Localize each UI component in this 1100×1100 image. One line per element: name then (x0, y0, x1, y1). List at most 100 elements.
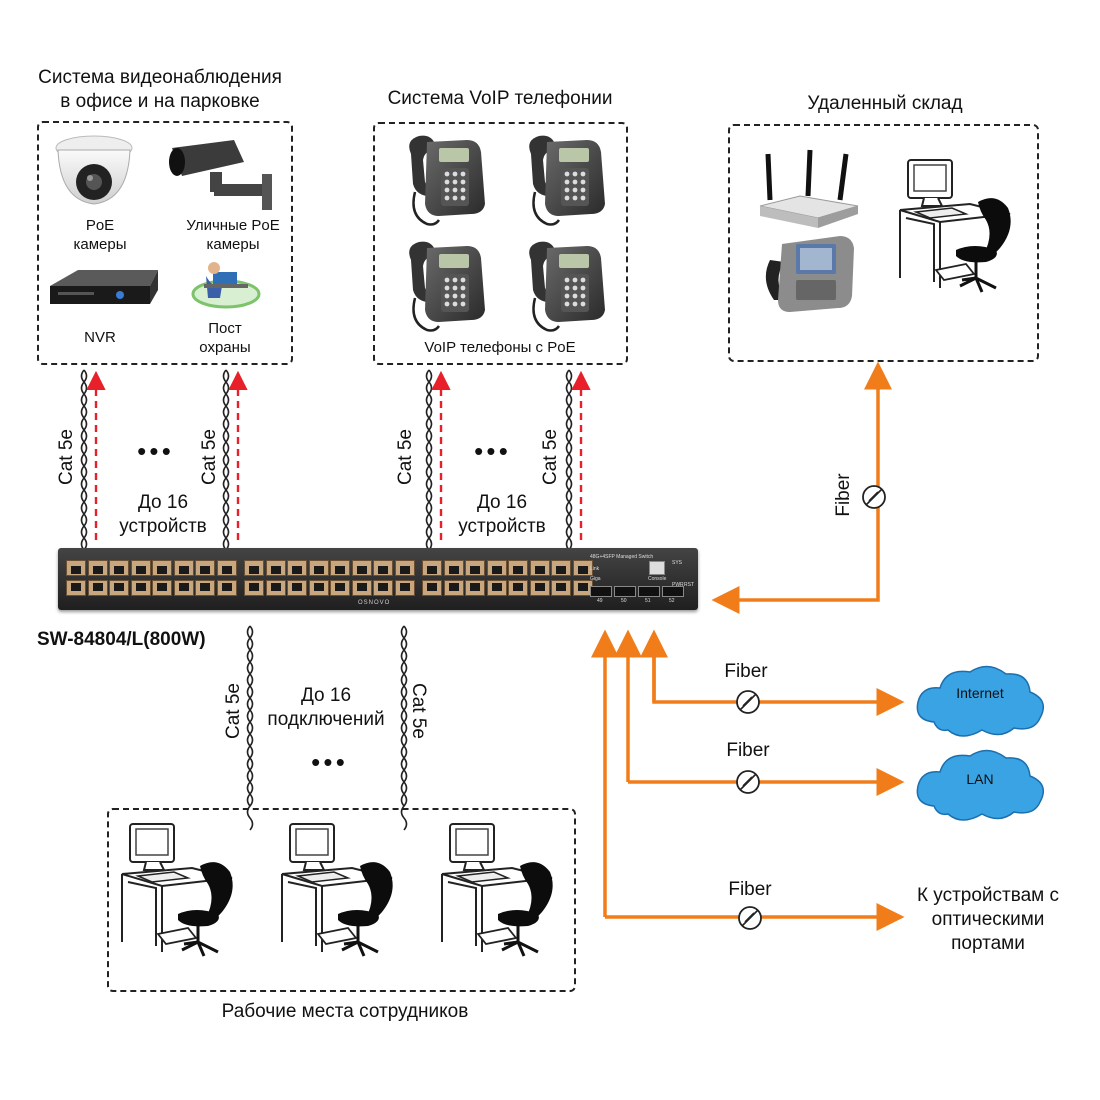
voip-caption: VoIP телефоны с PoE (424, 339, 576, 356)
rj45-port (394, 560, 415, 576)
lan-label: LAN (966, 771, 994, 787)
rj45-port (265, 560, 286, 576)
ellipsis: • • • (474, 436, 508, 466)
switch-giga-label: Giga (590, 576, 601, 582)
rj45-port (195, 580, 215, 596)
voip-group-box (373, 122, 628, 365)
switch-device: OSNOVO 48G+4SFP Managed Switch Link Giga… (58, 548, 698, 610)
ellipsis: • • • (311, 747, 345, 777)
switch-model-label: SW-84804/L(800W) (37, 629, 206, 650)
sfp-port: 49 (590, 586, 612, 604)
cctv-group-box (37, 121, 293, 365)
cat5e-cables-top (80, 369, 573, 575)
switch-ports (66, 560, 593, 600)
poe-power-arrows (86, 370, 591, 540)
rj45-port (422, 580, 442, 596)
cat5e-label: Cat 5e (223, 683, 244, 739)
rj45-port (265, 580, 286, 596)
switch-rst-label: RST (684, 582, 694, 588)
rj45-port (130, 560, 151, 576)
switch-pwr-label: PWR (672, 582, 684, 588)
fiber-coil-icon (736, 485, 886, 930)
workplaces-group-box (107, 808, 576, 992)
optical-devices-label: К устройствам с оптическими портами (916, 885, 1060, 954)
rj45-port (529, 560, 550, 576)
voip-title: Система VoIP телефонии (387, 88, 613, 109)
sfp-port-label: 49 (597, 598, 603, 604)
cat5e-label: Cat 5e (540, 429, 561, 485)
rj45-port (551, 580, 571, 596)
rj45-port (330, 560, 350, 576)
nvr-icon (50, 270, 158, 304)
sfp-port-label: 51 (645, 598, 651, 604)
rj45-port (373, 560, 393, 576)
rj45-port (87, 580, 108, 596)
switch-console-label: Console (648, 576, 667, 582)
nvr-label: NVR (84, 329, 116, 346)
rj45-port (287, 580, 307, 596)
rj45-port (244, 560, 264, 576)
rj45-port (465, 560, 485, 576)
rj45-port (443, 560, 464, 576)
rj45-port (529, 580, 550, 596)
rj45-port (87, 560, 108, 576)
fiber-label: Fiber (726, 740, 770, 761)
rj45-port (173, 560, 194, 576)
switch-panel-text: 48G+4SFP Managed Switch (590, 554, 654, 560)
rj45-port (173, 580, 194, 596)
warehouse-title: Удаленный склад (807, 93, 963, 114)
console-port (649, 561, 665, 575)
sfp-port: 51 (638, 586, 660, 604)
wifi-router-icon (759, 149, 859, 228)
cctv-title: Система видеонаблюдения в офисе и на пар… (38, 67, 282, 112)
fiber-label: Fiber (728, 879, 772, 900)
rj45-port (216, 580, 237, 596)
internet-cloud-icon (916, 665, 1045, 737)
rj45-port (351, 560, 372, 576)
sfp-port: 52 (662, 586, 684, 604)
rj45-port (287, 560, 307, 576)
rj45-port (152, 580, 172, 596)
street-camera-icon (169, 140, 272, 210)
switch-link-label: Link (590, 566, 600, 572)
lan-cloud-icon (916, 749, 1045, 821)
rj45-port (486, 580, 507, 596)
rj45-port (486, 560, 507, 576)
rj45-port (465, 580, 485, 596)
switch-sys-label: SYS (672, 560, 683, 566)
rj45-port (373, 580, 393, 596)
rj45-port (66, 560, 86, 576)
rj45-port (130, 580, 151, 596)
rj45-port (508, 560, 528, 576)
rj45-port (351, 580, 372, 596)
cat5e-label: Cat 5e (199, 429, 220, 485)
rj45-port (109, 560, 129, 576)
rj45-port (330, 580, 350, 596)
sfp-port: 50 (614, 586, 636, 604)
cat5e-label: Cat 5e (56, 429, 77, 485)
rj45-port (195, 560, 215, 576)
cat5e-label: Cat 5e (395, 429, 416, 485)
cat5e-label: Cat 5e (408, 683, 429, 739)
rj45-port (394, 580, 415, 596)
rj45-port (443, 580, 464, 596)
fiber-lines (591, 361, 905, 931)
video-phone-icon (765, 236, 854, 312)
rj45-port (308, 580, 329, 596)
rj45-port (508, 580, 528, 596)
rj45-port (66, 580, 86, 596)
sfp-port-label: 50 (621, 598, 627, 604)
guard-post-icon (191, 262, 261, 309)
rj45-port (308, 560, 329, 576)
dome-camera-icon (55, 135, 133, 205)
fiber-label: Fiber (833, 473, 854, 517)
workplaces-caption: Рабочие места сотрудников (221, 1001, 469, 1022)
fiber-label: Fiber (724, 661, 768, 682)
rj45-port (572, 560, 593, 576)
